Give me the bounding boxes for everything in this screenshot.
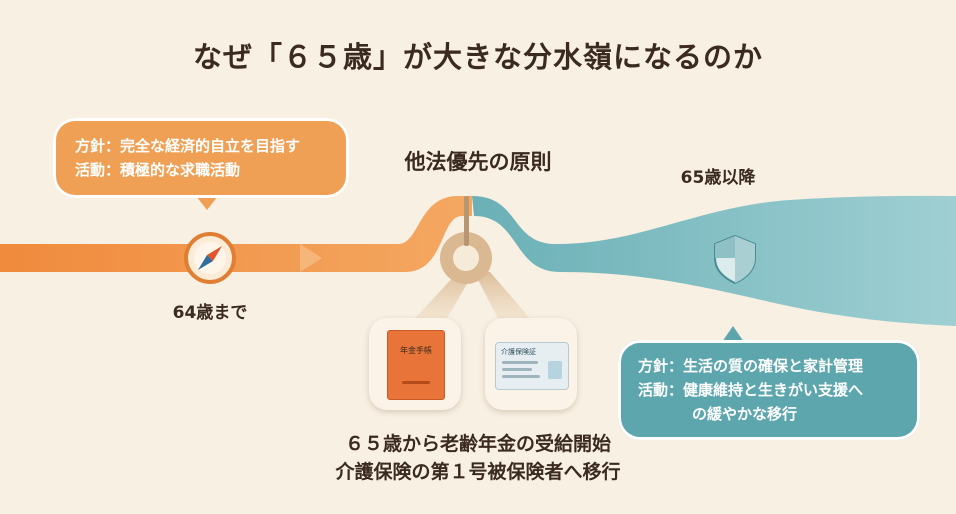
transition-caption: ６５歳から老齢年金の受給開始 介護保険の第１号被保険者へ移行 (0, 430, 956, 486)
insurance-card-card: 介護保険証 (485, 318, 577, 410)
right-policy-text: 生活の質の確保と家計管理 (683, 357, 864, 375)
insurance-card-icon: 介護保険証 (495, 342, 569, 390)
orange-path (0, 196, 472, 272)
left-activity-label: 活動： (75, 161, 121, 179)
orange-arrow (300, 244, 322, 272)
left-policy-label: 方針： (75, 137, 121, 155)
right-activity-text-line2: の緩やかな移行 (692, 405, 798, 423)
left-bubble-tail (196, 196, 218, 210)
gauge-center (453, 245, 479, 271)
insurance-card-line (502, 361, 538, 364)
caption-line-2: 介護保険の第１号被保険者へ移行 (335, 461, 621, 483)
compass-icon (184, 232, 236, 284)
pension-book-card: 年金手帳 (369, 318, 461, 410)
after-65-policy-bubble: 方針：生活の質の確保と家計管理 活動：健康維持と生きがい支援へ の緩やかな移行 (618, 340, 920, 440)
gauge-needle (464, 196, 469, 246)
insurance-card-line (502, 368, 532, 371)
until-64-policy-bubble: 方針：完全な経済的自立を目指す 活動：積極的な求職活動 (53, 118, 349, 198)
beam-left (404, 272, 474, 330)
left-activity-text: 積極的な求職活動 (120, 161, 241, 179)
pension-book-icon: 年金手帳 (387, 330, 445, 400)
shield-icon (714, 234, 756, 285)
pension-book-stripe (402, 381, 430, 384)
right-activity-label: 活動： (638, 381, 684, 399)
insurance-card-title: 介護保険証 (501, 348, 536, 356)
insurance-card-line (502, 375, 540, 378)
insurance-card-photo (548, 361, 562, 379)
left-policy-text: 完全な経済的自立を目指す (120, 137, 301, 155)
teal-path (472, 195, 956, 326)
after-65-label: 65歳以降 (680, 168, 756, 188)
principle-label: 他法優先の原則 (404, 150, 552, 174)
caption-line-1: ６５歳から老齢年金の受給開始 (344, 433, 611, 455)
page-title: なぜ「６５歳」が大きな分水嶺になるのか (192, 40, 763, 74)
right-activity-text-line1: 健康維持と生きがい支援へ (683, 381, 864, 399)
pension-book-title: 年金手帳 (400, 346, 432, 355)
until-64-label: 64歳まで (172, 303, 248, 323)
right-bubble-tail (722, 326, 744, 342)
beam-right (474, 272, 540, 330)
right-policy-label: 方針： (638, 357, 684, 375)
